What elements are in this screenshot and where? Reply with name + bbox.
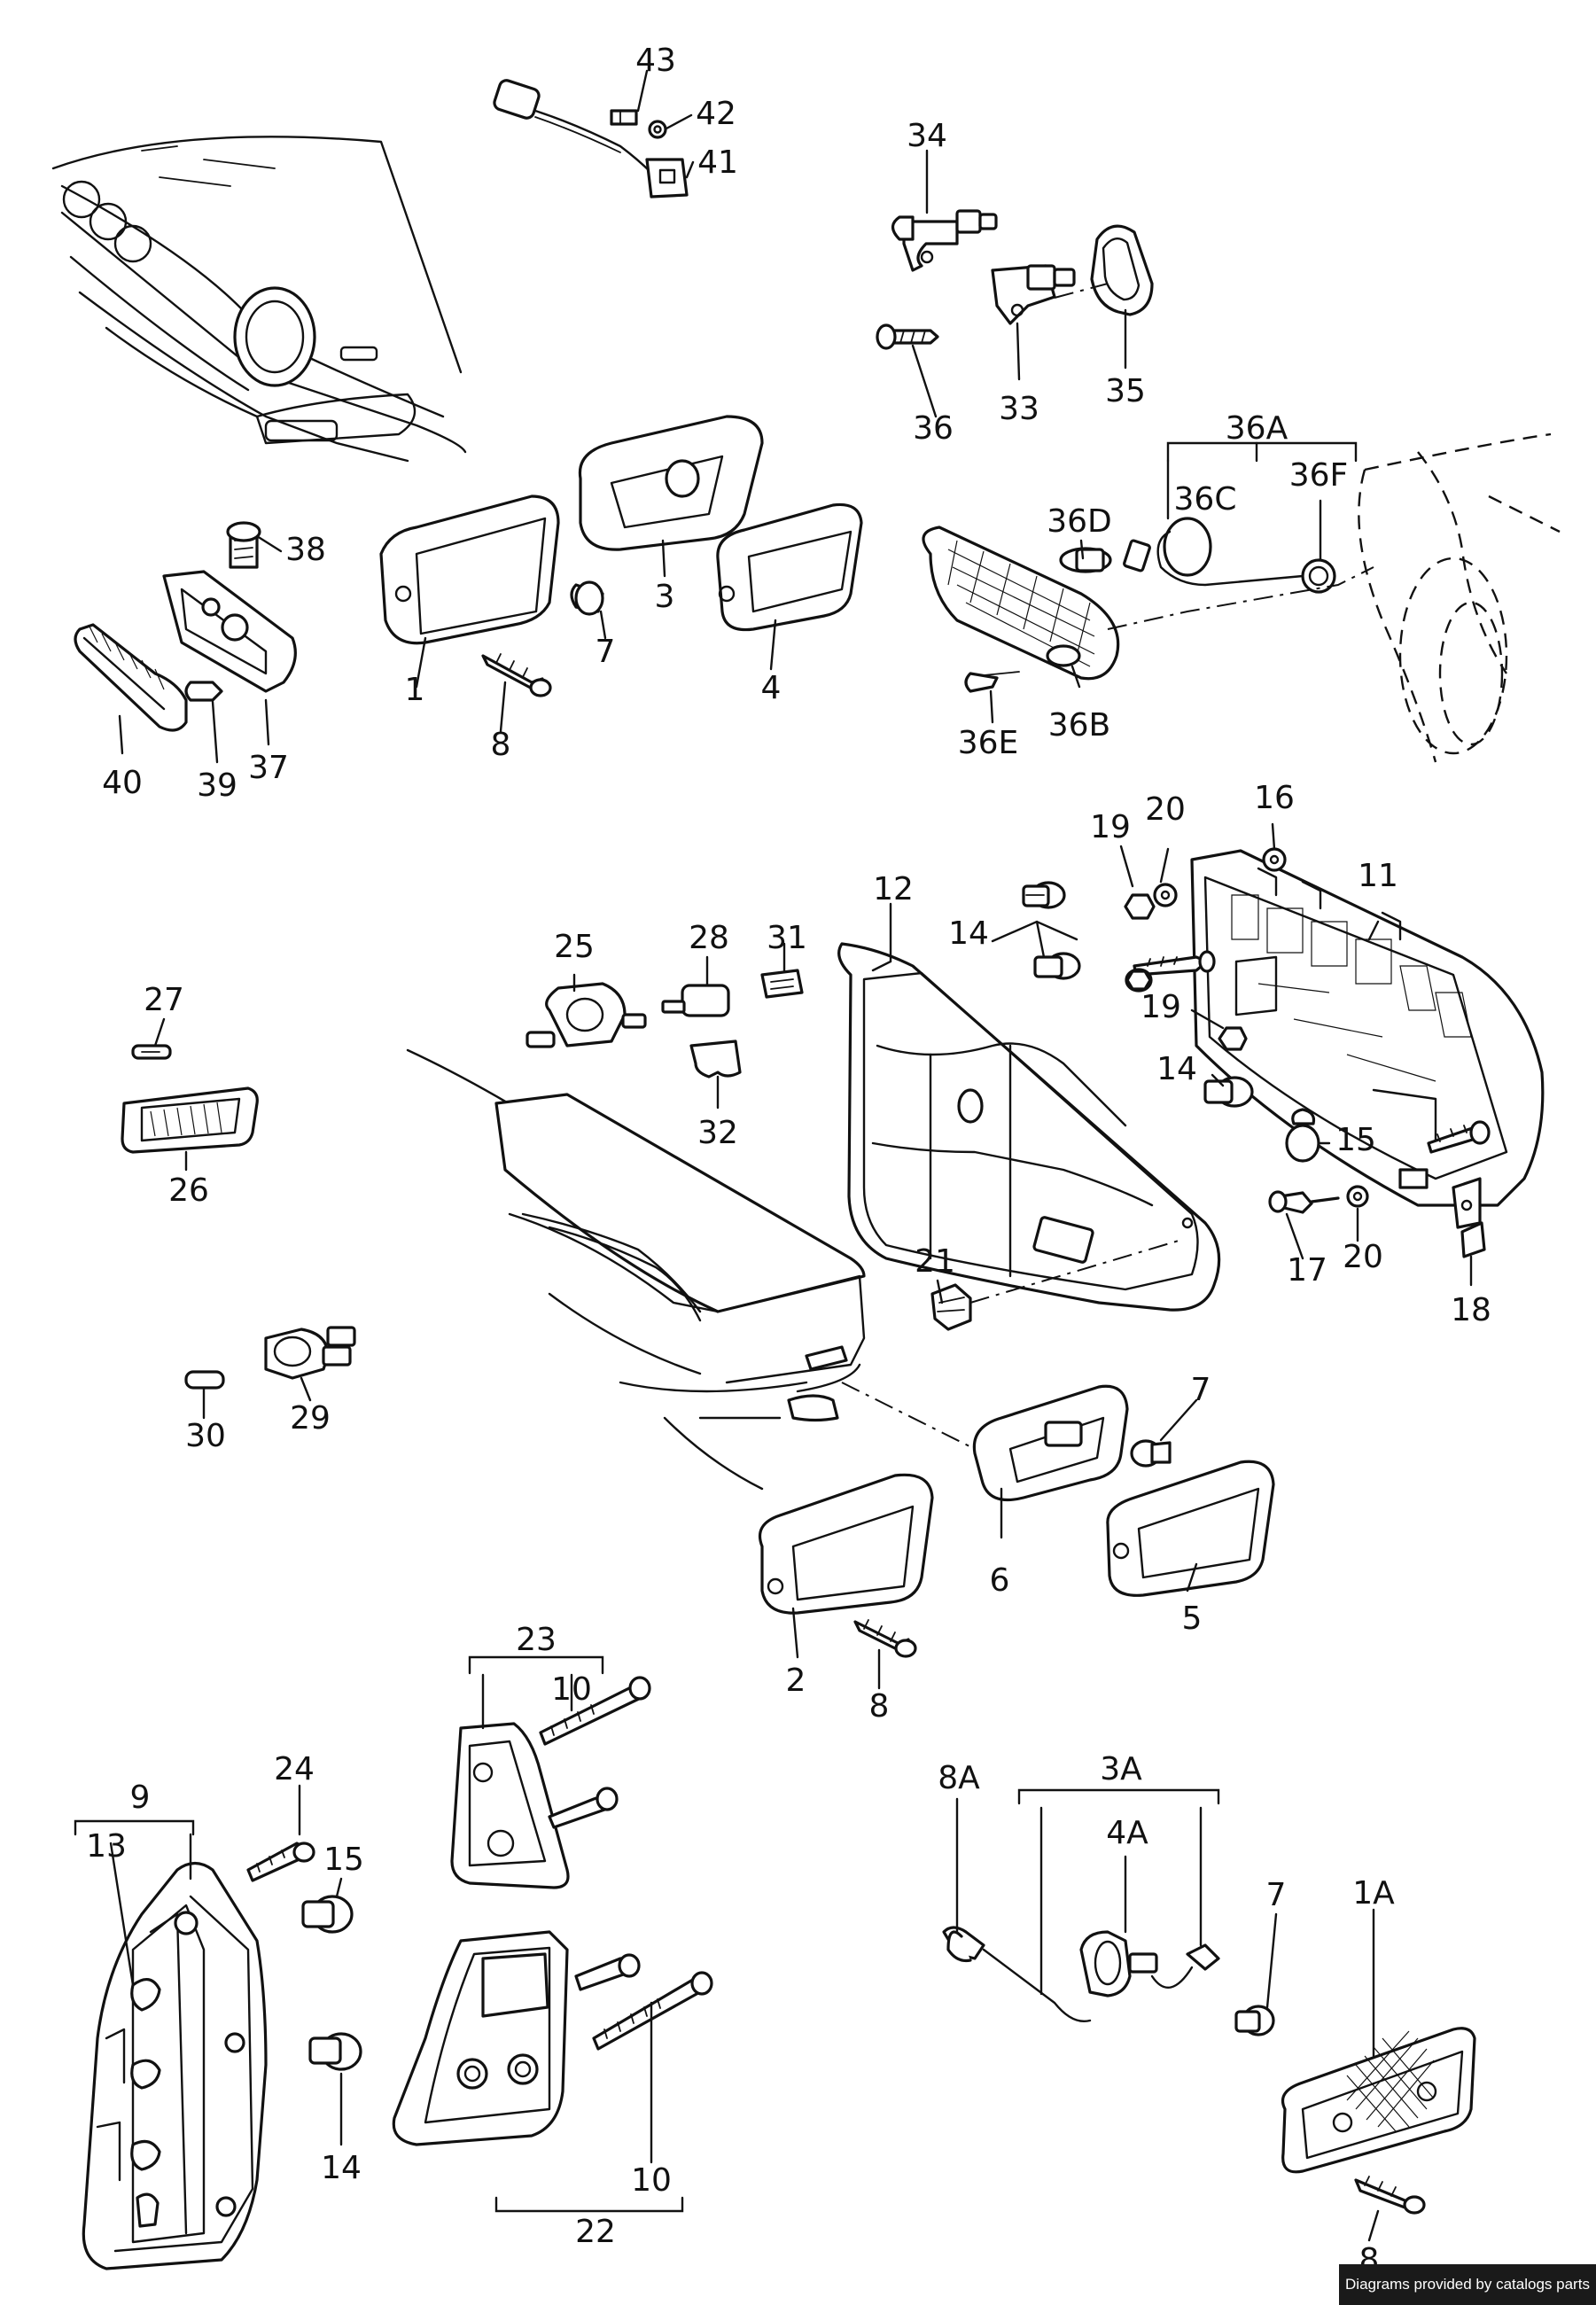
callout-34: 34 xyxy=(907,118,947,154)
callout-36B: 36B xyxy=(1048,707,1111,744)
callout-37: 37 xyxy=(248,750,289,786)
footer-credit-text: Diagrams provided by catalogs parts xyxy=(1345,2276,1590,2293)
callout-23: 23 xyxy=(516,1622,557,1658)
callout-15-lower: 15 xyxy=(323,1842,364,1878)
callout-4A: 4A xyxy=(1106,1815,1148,1851)
callout-13: 13 xyxy=(86,1828,127,1865)
callout-12: 12 xyxy=(873,871,914,907)
rear-lamp-9 xyxy=(82,1842,362,2270)
callout-39: 39 xyxy=(197,767,237,804)
harness-43-41 xyxy=(493,79,689,199)
callout-10-upper: 10 xyxy=(551,1671,592,1708)
rear-car-outline xyxy=(406,1048,985,1491)
callout-7-top: 7 xyxy=(596,634,616,670)
callout-9: 9 xyxy=(130,1779,151,1816)
callout-36: 36 xyxy=(913,410,954,447)
callout-14-lower: 14 xyxy=(1156,1051,1197,1087)
callout-24: 24 xyxy=(274,1751,315,1787)
parts-29-30 xyxy=(184,1326,356,1390)
callout-3A: 3A xyxy=(1100,1751,1142,1787)
callout-21: 21 xyxy=(915,1243,955,1280)
callout-36C: 36C xyxy=(1174,481,1237,518)
callout-20-lower: 20 xyxy=(1343,1239,1383,1275)
reflector-hatch xyxy=(947,540,1095,667)
callout-16: 16 xyxy=(1254,780,1295,816)
callout-1: 1 xyxy=(405,672,425,708)
tail-lamp-22-23 xyxy=(392,1676,713,2146)
parts-26-27 xyxy=(121,1044,259,1154)
callout-8-mid: 8 xyxy=(869,1688,890,1725)
callout-15-upper: 15 xyxy=(1335,1122,1376,1158)
side-marker-36-assembly xyxy=(922,432,1561,763)
callout-40: 40 xyxy=(102,765,143,801)
callout-2: 2 xyxy=(786,1663,806,1699)
footer-credit-badge: Diagrams provided by catalogs parts xyxy=(1339,2264,1596,2305)
callout-14-bottom: 14 xyxy=(321,2150,362,2186)
callout-32: 32 xyxy=(697,1115,738,1151)
callout-11: 11 xyxy=(1358,858,1398,894)
callout-33: 33 xyxy=(999,391,1039,427)
callout-25: 25 xyxy=(554,929,595,965)
callout-36D: 36D xyxy=(1047,503,1112,540)
callout-36A: 36A xyxy=(1226,410,1288,447)
callout-42: 42 xyxy=(696,96,736,132)
callout-4: 4 xyxy=(761,670,782,706)
rear-marker-2-8 xyxy=(758,1384,1275,1658)
door-contact-34-36 xyxy=(876,209,1154,350)
callout-7-mid: 7 xyxy=(1191,1372,1211,1408)
callout-labels: 43 42 41 34 36 33 35 36A 36C 36F 36D 36B… xyxy=(86,43,1491,2278)
front-car-outline xyxy=(51,136,467,463)
callout-19-upper: 19 xyxy=(1090,809,1131,845)
callout-27: 27 xyxy=(144,982,184,1018)
callout-6: 6 xyxy=(990,1562,1010,1599)
rear-light-hatch xyxy=(1231,894,1472,1082)
callout-36F: 36F xyxy=(1289,457,1349,494)
side-marker-1A-assembly xyxy=(942,1926,1476,2215)
callout-28: 28 xyxy=(689,920,729,956)
callout-29: 29 xyxy=(290,1400,331,1437)
callout-43: 43 xyxy=(635,43,676,79)
callout-18: 18 xyxy=(1451,1292,1491,1328)
callout-19-lower: 19 xyxy=(1141,989,1181,1025)
parts-25-32 xyxy=(526,969,804,1079)
1A-grid-hatch xyxy=(1346,2030,1435,2132)
callout-26: 26 xyxy=(168,1172,209,1209)
callout-20-upper: 20 xyxy=(1145,791,1186,828)
parking-light-37-40 xyxy=(74,521,297,732)
callout-35: 35 xyxy=(1105,373,1146,409)
leader-lines xyxy=(74,69,1473,2242)
callout-22: 22 xyxy=(575,2214,616,2250)
callout-1A: 1A xyxy=(1352,1875,1395,1912)
callout-3: 3 xyxy=(655,579,675,615)
rear-light-11-21 xyxy=(837,849,1545,1312)
callout-41: 41 xyxy=(697,144,738,181)
callout-17: 17 xyxy=(1287,1252,1327,1289)
callout-30: 30 xyxy=(185,1418,226,1454)
callout-31: 31 xyxy=(767,920,807,956)
callout-8A: 8A xyxy=(938,1760,980,1796)
front-turn-signal-1-8 xyxy=(379,415,863,697)
callout-7-bottom: 7 xyxy=(1266,1877,1287,1913)
callout-8-top: 8 xyxy=(491,727,511,763)
callout-14-upper: 14 xyxy=(948,915,989,952)
callout-36E: 36E xyxy=(958,725,1019,761)
callout-38: 38 xyxy=(285,532,326,568)
callout-5: 5 xyxy=(1182,1600,1203,1637)
callout-10-lower: 10 xyxy=(631,2162,672,2199)
